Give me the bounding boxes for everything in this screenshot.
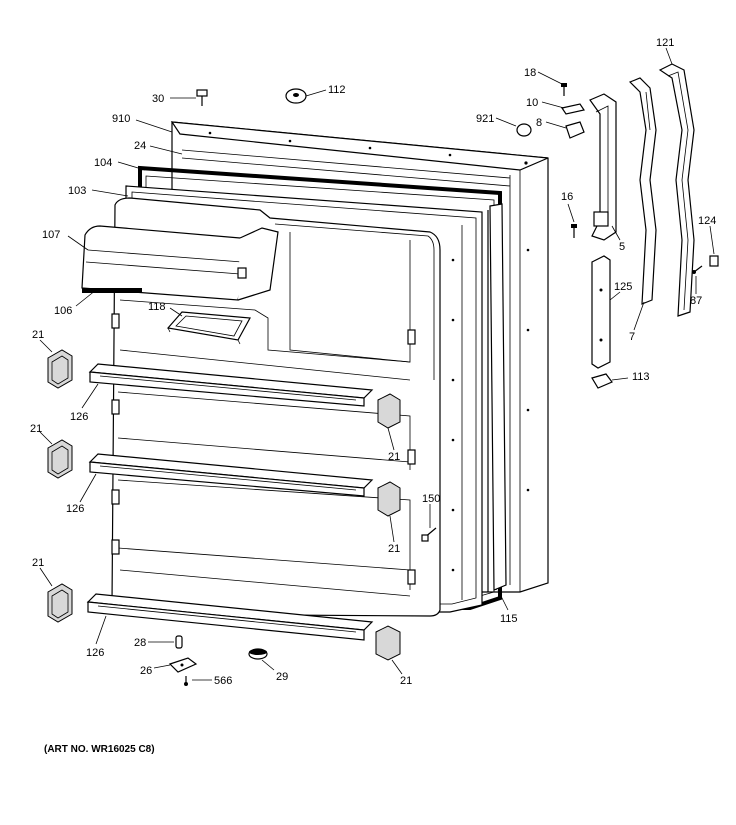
screw-30: [196, 89, 208, 106]
plate-26: [168, 657, 198, 673]
cap-113: [591, 373, 613, 389]
leader-lines: [39, 47, 715, 681]
screw-87: [692, 265, 703, 274]
cap-921: [516, 123, 532, 137]
shelf-end-cap-right-2: [377, 481, 401, 517]
callout-21-b: 21: [30, 423, 42, 435]
callout-107: 107: [42, 229, 60, 241]
art-number: (ART NO. WR16025 C8): [44, 744, 155, 755]
dairy-door-hinge-bar: [82, 288, 142, 293]
callout-24: 24: [134, 140, 146, 152]
callout-87: 87: [690, 295, 702, 307]
callout-103: 103: [68, 185, 86, 197]
callout-125: 125: [614, 281, 632, 293]
callout-16: 16: [561, 191, 573, 203]
callout-21-f: 21: [400, 675, 412, 687]
handle-mount-5: [589, 93, 617, 241]
dairy-compartment-door: [81, 225, 279, 301]
callout-921: 921: [476, 113, 494, 125]
callout-910: 910: [112, 113, 130, 125]
shelf-bar-middle: [88, 453, 374, 497]
callout-labels: 30 112 910 24 104 103 107 106 118 21 126…: [30, 37, 716, 687]
callout-8: 8: [536, 117, 542, 129]
callout-26: 26: [140, 665, 152, 677]
shelf-end-cap-left-1: [47, 349, 73, 389]
shelf-end-cap-right-3: [375, 625, 401, 661]
callout-18: 18: [524, 67, 536, 79]
callout-21-a: 21: [32, 329, 44, 341]
callout-106: 106: [54, 305, 72, 317]
shelf-end-cap-left-3: [47, 583, 73, 623]
screw-566: [184, 676, 188, 686]
callout-126-a: 126: [70, 411, 88, 423]
callout-21-e: 21: [388, 543, 400, 555]
callout-112: 112: [328, 84, 346, 96]
shelf-end-cap-left-2: [47, 439, 73, 479]
plug-112: [285, 88, 307, 104]
callout-5: 5: [619, 241, 625, 253]
callout-566: 566: [214, 675, 232, 687]
egg-tray: [166, 311, 251, 345]
callout-30: 30: [152, 93, 164, 105]
callout-126-b: 126: [66, 503, 84, 515]
callout-121: 121: [656, 37, 674, 49]
callout-28: 28: [134, 637, 146, 649]
handle-7: [628, 77, 657, 305]
callout-29: 29: [276, 671, 288, 683]
callout-150: 150: [422, 493, 440, 505]
clip-10: [561, 103, 585, 115]
plug-29: [248, 648, 268, 660]
handle-121: [658, 63, 695, 317]
screw-16: [571, 224, 577, 238]
screw-18: [561, 83, 567, 96]
button-124: [709, 255, 719, 267]
callout-115: 115: [500, 613, 518, 625]
handle-trim-125: [591, 255, 611, 369]
callout-104: 104: [94, 157, 112, 169]
shelf-bar-lower: [86, 593, 374, 641]
callout-124: 124: [698, 215, 716, 227]
callout-10: 10: [526, 97, 538, 109]
callout-21-d: 21: [388, 451, 400, 463]
shelf-bar-upper: [88, 363, 374, 407]
callout-126-c: 126: [86, 647, 104, 659]
callout-113: 113: [632, 371, 650, 383]
callout-21-c: 21: [32, 557, 44, 569]
cap-8: [565, 121, 585, 139]
screw-150: [421, 527, 437, 542]
pin-28: [175, 635, 183, 649]
callout-7: 7: [629, 331, 635, 343]
shelf-end-cap-right-1: [377, 393, 401, 429]
callout-118: 118: [148, 301, 166, 313]
